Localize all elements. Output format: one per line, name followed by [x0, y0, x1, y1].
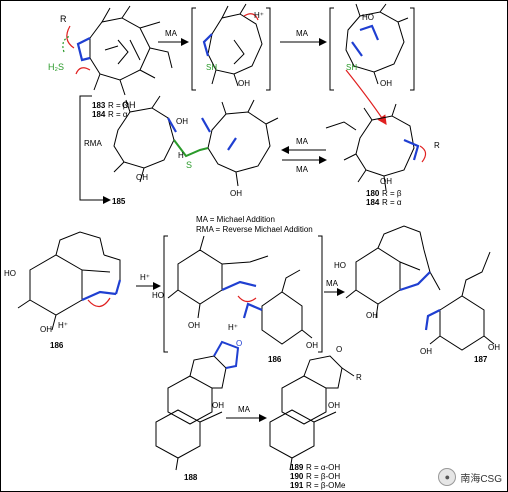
label-ma1: MA: [165, 29, 178, 38]
molecule-183: [89, 5, 173, 96]
bracket-1: [191, 7, 271, 91]
atom-ho-3: HO: [152, 291, 164, 300]
label-189: 189: [290, 463, 304, 472]
label-191: 191: [290, 481, 304, 490]
molecule-180: [325, 103, 415, 191]
atom-oh-5: OH: [176, 117, 188, 126]
thioether-bond: [173, 139, 209, 158]
curly-arrow-3: [243, 13, 259, 21]
r-190: R = β-OH: [306, 472, 340, 481]
atom-oh-2: OH: [238, 79, 250, 88]
atom-hplus-bot1: H⁺: [58, 321, 68, 330]
r-184a: R = α: [108, 110, 128, 119]
curly-arrow-1: [66, 25, 75, 49]
atom-h2s: H₂S: [48, 62, 64, 72]
label-186a: 186: [50, 341, 64, 350]
enone-180: [403, 138, 420, 161]
atom-hplus-bot2: H⁺: [228, 323, 238, 332]
atom-oh-9: OH: [188, 321, 200, 330]
atom-ho-2: HO: [4, 269, 16, 278]
label-190: 190: [290, 472, 304, 481]
enone-intermediate-2: [351, 24, 380, 57]
label-ma6: MA: [238, 405, 251, 414]
label-ma2: MA: [296, 29, 309, 38]
atom-r-bottom: R: [356, 373, 362, 382]
enone-183: [76, 37, 91, 62]
enone-intermediate-186-b: [242, 302, 263, 319]
curly-arrow-6: [237, 295, 257, 303]
atom-hplus-top: H⁺: [254, 11, 264, 20]
bracket-3: [163, 235, 323, 353]
label-188: 188: [184, 473, 198, 482]
bracket-2: [329, 7, 415, 91]
enone-186-a: [81, 279, 122, 302]
atom-ho: HO: [362, 13, 374, 22]
r-183: R = β: [108, 101, 128, 110]
atom-oh-6: OH: [230, 189, 242, 198]
label-184a: 184: [92, 110, 106, 119]
atom-s: S: [186, 160, 192, 170]
label-rma: RMA: [84, 139, 102, 148]
atom-o-blue: O: [236, 339, 242, 348]
molecule-188: [155, 355, 227, 471]
watermark: ● 南海CSG: [438, 468, 502, 486]
molecule-186: [17, 231, 121, 331]
molecule-185: [113, 95, 279, 187]
curly-arrow-4: [419, 145, 427, 163]
intermediate-2: [345, 3, 409, 85]
r-191: R = β-OMe: [306, 481, 346, 490]
atom-h: H: [178, 151, 184, 160]
h2s-attack: [62, 35, 71, 53]
atom-oh-10: OH: [306, 341, 318, 350]
atom-oh-14: OH: [212, 401, 224, 410]
label-180: 180: [366, 189, 380, 198]
r-184b: R = α: [382, 198, 402, 207]
label-ma4: MA: [296, 165, 309, 174]
r-189: R = α-OH: [306, 463, 340, 472]
label-185: 185: [112, 197, 126, 206]
atom-oh-1: OH: [122, 100, 136, 110]
enone-intermediate-186: [221, 280, 257, 292]
legend-rma: RMA = Reverse Michael Addition: [196, 225, 313, 234]
label-186b: 186: [268, 355, 282, 364]
label-187: 187: [474, 355, 488, 364]
label-ma5: MA: [326, 279, 339, 288]
arrow-rma: [79, 95, 111, 204]
intermediate-1: [207, 3, 263, 87]
label-hplus: H⁺: [140, 273, 150, 282]
enone-intermediate-1: [202, 33, 213, 57]
atom-oh-11: OH: [366, 311, 378, 320]
enone-187: [399, 271, 441, 331]
legend-ma: MA = Michael Addition: [196, 215, 275, 224]
r-180: R = β: [382, 189, 402, 198]
molecule-189-191: [269, 355, 355, 471]
atom-oh-13: OH: [420, 347, 432, 356]
transition-arrow: [345, 69, 387, 125]
enone-188: [213, 340, 240, 369]
atom-oh-8: OH: [40, 325, 52, 334]
molecule-187: [345, 225, 495, 351]
watermark-text: 南海CSG: [460, 473, 502, 485]
curly-arrow-2: [75, 67, 91, 75]
curly-arrow-5: [87, 297, 111, 308]
atom-r-top: R: [60, 14, 67, 24]
atom-oh-3: OH: [380, 79, 392, 88]
atom-sh-1: SH: [206, 63, 217, 72]
atom-sh-2: SH: [346, 63, 357, 72]
atom-oh-7: OH: [380, 177, 392, 186]
atom-ho-4: HO: [334, 261, 346, 270]
atom-oh-4: OH: [136, 173, 148, 182]
label-ma3: MA: [296, 137, 309, 146]
label-183: 183: [92, 101, 106, 110]
atom-o-2: O: [336, 345, 342, 354]
label-184b: 184: [366, 198, 380, 207]
atom-oh-15: OH: [328, 401, 340, 410]
enone-185: [167, 117, 237, 151]
atom-r-right: R: [434, 141, 440, 150]
atom-oh-12: OH: [488, 343, 500, 352]
wechat-icon: ●: [438, 468, 457, 486]
